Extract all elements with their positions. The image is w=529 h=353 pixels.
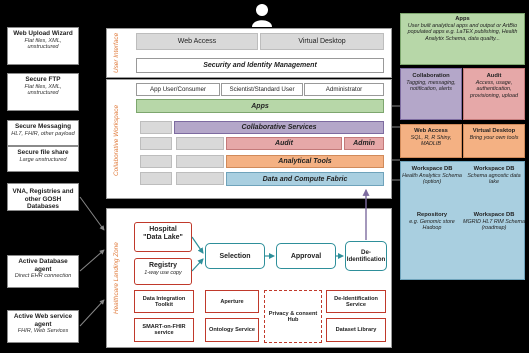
data-compute-fabric-bar: Data and Compute Fabric	[226, 172, 384, 186]
ontology-service: Ontology Service	[205, 318, 259, 342]
right-storage-group	[400, 161, 525, 280]
role-app-user: App User/Consumer	[136, 83, 220, 96]
smart-on-fhir-service: SMART-on-FHIR service	[134, 318, 194, 342]
approval-box: Approval	[276, 243, 336, 269]
de-identification-box: De-Identification	[345, 241, 387, 271]
grey-block-7	[176, 172, 224, 185]
grey-block-2	[140, 137, 172, 150]
source-active-db-agent: Active Database agent Direct EHR connect…	[7, 255, 79, 288]
privacy-consent-hub: Privacy & consent Hub	[264, 290, 322, 343]
data-integration-toolkit: Data Integration Toolkit	[134, 290, 194, 313]
right-web-access-panel: Web Access SQL, R, R Shiny, MADLIB	[400, 124, 462, 158]
security-identity-bar: Security and Identity Management	[136, 58, 384, 73]
right-audit-panel: Audit Access, usage, authentication, pro…	[463, 68, 525, 120]
right-repository: Repository e.g. Genomic store Hadoop	[409, 212, 455, 232]
source-secure-ftp: Secure FTP Flat files, XML, unstructured	[7, 73, 79, 111]
hospital-data-lake-box: Hospital "Data Lake"	[134, 222, 192, 252]
virtual-desktop-box: Virtual Desktop	[260, 33, 384, 50]
role-administrator: Administrator	[304, 83, 384, 96]
right-workspace-db-2: Workspace DB Schema agnostic data lake	[467, 166, 521, 186]
admin-bar: Admin	[344, 137, 384, 150]
right-collaboration-panel: Collaboration Tagging, messaging, notifi…	[400, 68, 462, 120]
de-identification-service: De-Identification Service	[326, 290, 386, 313]
selection-box: Selection	[205, 243, 265, 269]
grey-block-3	[140, 155, 172, 168]
user-icon	[251, 3, 273, 27]
grey-block-6	[176, 155, 224, 168]
grey-block-4	[140, 172, 172, 185]
registry-box: Registry 1-way use copy	[134, 258, 192, 285]
right-workspace-db-3: Workspace DB MGRID HL7 RIM Schema (roadm…	[463, 212, 526, 232]
right-apps-panel: Apps User built analytical apps and outp…	[400, 13, 525, 65]
source-secure-file-share: Secure file share Large unstructured	[7, 146, 79, 172]
collaborative-services-bar: Collaborative Services	[174, 121, 384, 134]
source-vna-registries: VNA, Registries and other GOSH Databases	[7, 183, 79, 211]
grey-block-5	[176, 137, 224, 150]
aperture-service: Aperture	[205, 290, 259, 313]
source-web-upload: Web Upload Wizard Flat files, XML, unstr…	[7, 27, 79, 65]
right-virtual-desktop-panel: Virtual Desktop Bring your own tools	[463, 124, 525, 158]
source-active-web-agent: Active Web service agent FHIR, Web Servi…	[7, 310, 79, 343]
web-access-box: Web Access	[136, 33, 258, 50]
role-scientist: Scientist/Standard User	[221, 83, 303, 96]
analytical-tools-bar: Analytical Tools	[226, 155, 384, 168]
dataset-library: Dataset Library	[326, 318, 386, 342]
grey-block-1	[140, 121, 172, 134]
apps-bar: Apps	[136, 99, 384, 113]
audit-bar: Audit	[226, 137, 342, 150]
right-workspace-db-1: Workspace DB Health Analytics Schema (op…	[402, 166, 462, 186]
source-secure-messaging: Secure Messaging HL7, FHIR, other payloa…	[7, 120, 79, 146]
